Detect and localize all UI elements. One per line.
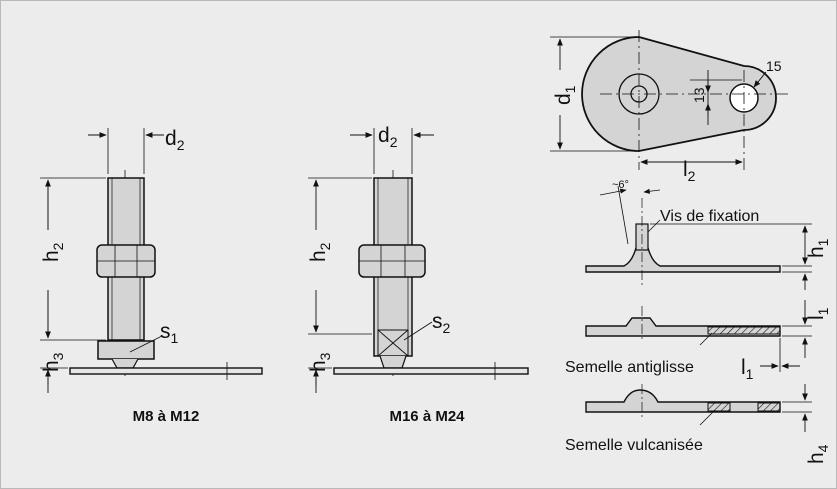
vulcanised-label: Semelle vulcanisée — [565, 437, 703, 454]
small-s1-label: s1 — [160, 320, 179, 346]
top-view-plate — [550, 30, 790, 170]
screw-label: Vis de fixation — [660, 208, 759, 225]
large-s2-label: s2 — [432, 310, 451, 336]
section-vulcanised — [585, 384, 812, 432]
section-l1-vertical-label: l1 — [805, 307, 831, 320]
view-large-range — [308, 128, 529, 393]
large-h2-label: h2 — [307, 242, 333, 262]
large-h3-label: h3 — [307, 352, 333, 372]
small-h2-label: h2 — [40, 242, 66, 262]
top-l2-label: l2 — [683, 158, 696, 184]
antislip-label: Semelle antiglisse — [565, 359, 694, 376]
section-screw — [585, 185, 812, 290]
large-d2-label: d2 — [378, 124, 398, 150]
small-h3-label: h3 — [40, 352, 66, 372]
section-h1-label: h1 — [805, 238, 831, 258]
hole-offset-label: 13 — [691, 87, 707, 103]
section-antislip — [585, 300, 812, 372]
section-l1-label: l1 — [741, 356, 754, 382]
section-h4-label: h4 — [805, 444, 831, 464]
small-d2-label: d2 — [165, 127, 185, 153]
hole-diameter-label: 15 — [766, 58, 782, 74]
large-range-caption: M16 à M24 — [389, 408, 465, 425]
small-range-caption: M8 à M12 — [133, 408, 200, 425]
angle-label: ~6° — [612, 179, 629, 191]
view-small-range — [40, 128, 263, 393]
top-d1-label: d1 — [552, 85, 578, 105]
